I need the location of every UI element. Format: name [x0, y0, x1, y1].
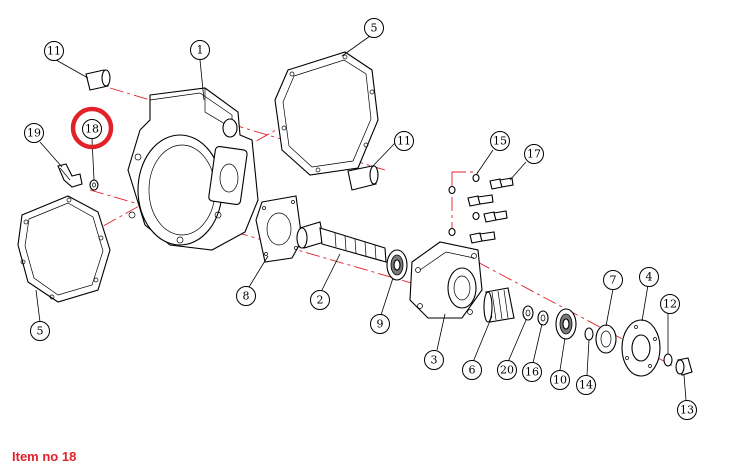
gearbox-housing	[127, 87, 259, 251]
balloon-16[interactable]: 16	[522, 362, 542, 382]
balloon-8[interactable]: 8	[236, 286, 256, 306]
bearing-housing	[409, 241, 483, 319]
balloon-20[interactable]: 20	[497, 360, 517, 380]
balloon-15[interactable]: 15	[490, 131, 510, 151]
bolt-set	[448, 173, 514, 244]
seal-plate	[255, 195, 303, 263]
svg-text:11: 11	[47, 45, 61, 58]
svg-text:13: 13	[680, 404, 694, 417]
balloon-4[interactable]: 4	[639, 267, 659, 287]
svg-text:1: 1	[197, 44, 204, 57]
balloon-17[interactable]: 17	[524, 144, 544, 164]
gasket-right	[274, 51, 379, 176]
nut-13	[675, 357, 693, 376]
svg-text:4: 4	[646, 271, 653, 284]
svg-text:10: 10	[553, 374, 567, 387]
svg-text:2: 2	[317, 294, 324, 307]
balloon-1[interactable]: 1	[190, 40, 210, 60]
input-shaft	[296, 221, 387, 263]
balloon-10[interactable]: 10	[550, 370, 570, 390]
svg-text:18: 18	[85, 123, 99, 136]
oil-seal-7	[595, 324, 617, 354]
balloon-2[interactable]: 2	[310, 290, 330, 310]
svg-text:5: 5	[37, 325, 44, 338]
balloon-5-left[interactable]: 5	[30, 321, 50, 341]
svg-text:15: 15	[493, 135, 507, 148]
svg-text:20: 20	[500, 364, 514, 377]
washer-12	[663, 353, 673, 367]
balloon-18[interactable]: 18	[82, 119, 102, 139]
bushing-upper	[85, 69, 111, 91]
balloon-12[interactable]: 12	[660, 294, 680, 314]
balloon-11-top[interactable]: 11	[44, 41, 64, 61]
svg-text:14: 14	[579, 379, 593, 392]
balloon-13[interactable]: 13	[677, 400, 697, 420]
washer-20	[522, 305, 534, 321]
svg-text:12: 12	[663, 298, 677, 311]
bearing-9	[386, 249, 408, 281]
circlip-14	[584, 327, 594, 341]
gasket-left	[17, 195, 111, 303]
balloon-9[interactable]: 9	[370, 314, 390, 334]
svg-text:19: 19	[27, 127, 41, 140]
svg-text:7: 7	[610, 274, 617, 287]
svg-text:17: 17	[527, 148, 541, 161]
washer-18	[89, 179, 99, 191]
svg-text:9: 9	[377, 318, 384, 331]
svg-text:5: 5	[371, 22, 378, 35]
balloon-5-top[interactable]: 5	[364, 18, 384, 38]
bearing-10	[555, 308, 577, 340]
selected-item-caption: Item no 18	[12, 449, 77, 464]
washer-16	[537, 310, 549, 326]
svg-text:16: 16	[525, 366, 539, 379]
balloon-19[interactable]: 19	[24, 123, 44, 143]
highlight-ring	[70, 106, 114, 150]
balloon-11-right[interactable]: 11	[394, 131, 414, 151]
svg-text:11: 11	[397, 135, 411, 148]
balloon-7[interactable]: 7	[603, 270, 623, 290]
svg-text:6: 6	[469, 364, 476, 377]
output-shaft	[483, 287, 515, 323]
bushing-right	[347, 165, 379, 191]
grease-fitting	[57, 163, 83, 188]
svg-text:8: 8	[243, 290, 250, 303]
balloon-14[interactable]: 14	[576, 375, 596, 395]
end-cap	[621, 319, 661, 377]
balloon-3[interactable]: 3	[424, 350, 444, 370]
balloon-6[interactable]: 6	[462, 360, 482, 380]
svg-text:3: 3	[431, 354, 438, 367]
